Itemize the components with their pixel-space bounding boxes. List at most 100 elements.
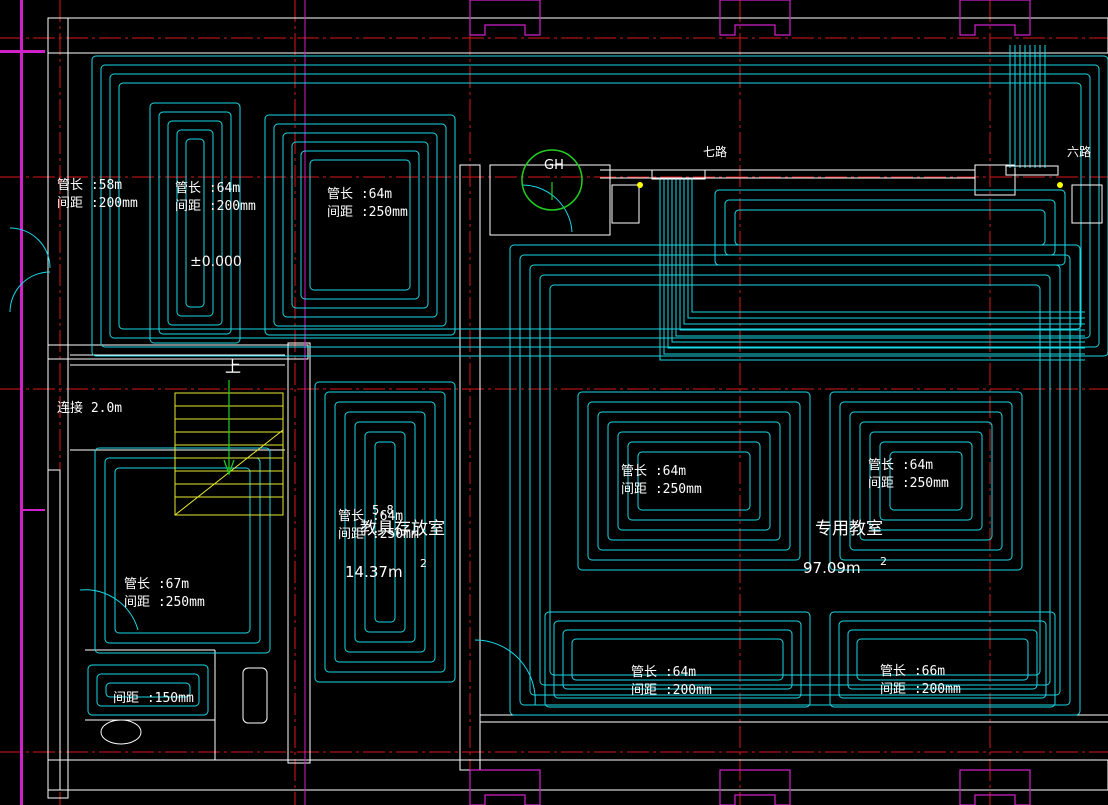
loop-length: 管长 :66m (880, 664, 946, 679)
pipe-loop (264, 114, 456, 336)
pipe-loop (838, 620, 1047, 699)
pipe-feed (671, 178, 1085, 343)
pipe-loop (617, 431, 771, 531)
door-swing (79, 589, 139, 631)
pipe-feed (691, 178, 1085, 313)
pipe-loop (105, 682, 191, 698)
pipe-loop (714, 189, 1066, 266)
columns (0, 0, 1031, 805)
pipe-loop (549, 284, 1041, 676)
elevation-label: ±0.000 (190, 254, 242, 270)
loop-spacing: 间距 :200mm (57, 195, 138, 211)
pipe-feed (667, 178, 1085, 349)
column (469, 769, 541, 805)
pipe-loop (849, 411, 1003, 551)
pipe-loop (94, 447, 271, 654)
pipe-loop (859, 421, 993, 541)
loop-length: 管长 :64m (631, 665, 697, 680)
pipe-loop (149, 102, 241, 344)
column (719, 0, 791, 36)
pipe-loop (839, 401, 1013, 561)
manifold-seven (651, 169, 706, 180)
pipe-loop (829, 391, 1023, 571)
loop-length: 管长 :58m (57, 178, 123, 193)
wall (47, 17, 69, 799)
loop-spacing: 间距 :250mm (327, 204, 408, 220)
gh-label: GH (544, 158, 564, 173)
wall (47, 17, 1108, 54)
door-swing (9, 227, 51, 269)
column (469, 0, 541, 36)
loop-annotation: 管长 :58m 间距 :200mm (57, 177, 138, 212)
pipe-loop (185, 138, 205, 308)
pipe-loop (167, 120, 223, 326)
pipe-loop (374, 441, 396, 623)
stair (174, 380, 284, 516)
pipe-loop (300, 150, 420, 300)
pipe-loop (724, 199, 1056, 256)
pipe-loop (889, 451, 963, 511)
manifold-six (1005, 165, 1059, 176)
room-name-storage: 教具存放室 (360, 519, 445, 539)
pipe-loop (879, 441, 973, 521)
pipe-loop (562, 629, 793, 690)
pipe-feed (663, 178, 1085, 355)
pipe-feed (659, 178, 1085, 361)
pipe-loop (282, 132, 438, 318)
pipe-loop (354, 421, 416, 643)
pipe-loop (334, 401, 436, 663)
loop-annotation: 管长 :64m 间距 :200mm (175, 180, 256, 215)
wall (287, 342, 311, 764)
wall (47, 469, 61, 791)
pipe-loop (519, 254, 1071, 706)
loop-length: 管长 :64m (175, 181, 241, 196)
wall (47, 759, 1108, 791)
loop-spacing: 间距 :250mm (868, 475, 949, 491)
loop-spacing: 间距 :200mm (175, 198, 256, 214)
door-swing (474, 639, 536, 706)
pipe-loop (91, 55, 1108, 357)
pipe-loop (176, 129, 214, 317)
column-line (0, 50, 45, 53)
pipe-loop (344, 411, 426, 653)
pipe-loop (291, 141, 429, 309)
pipe-loop (856, 638, 1029, 681)
valve-dot (1057, 182, 1063, 188)
manifold-label-six: 六路 (1067, 145, 1092, 159)
loop-spacing: 间距 :250mm (338, 526, 419, 542)
loop-length: 管长 :64m (868, 458, 934, 473)
loop-length: 管长 :64m (338, 509, 404, 524)
pipe-feed (687, 178, 1085, 319)
column (959, 769, 1031, 805)
pipe-loop (509, 244, 1081, 716)
pipe-loop (87, 664, 209, 716)
loop-spacing: 间距 :200mm (880, 681, 961, 697)
pipe-loop (118, 82, 1082, 330)
pipe-loop (158, 111, 232, 335)
gh-circle (521, 149, 583, 211)
pipe-loop (571, 638, 784, 681)
loop-length: 管长 :67m (124, 577, 190, 592)
pipe-loop (309, 159, 411, 291)
column (959, 0, 1031, 36)
pipe-loop (314, 381, 456, 683)
room-area-sup-classroom: 2 (880, 555, 887, 568)
wall (47, 344, 309, 360)
toilet (242, 667, 268, 724)
pipe-loop (539, 274, 1051, 686)
pipe-loop (114, 467, 251, 634)
pipe-loop (587, 401, 801, 561)
pipe-loop (529, 264, 1061, 696)
wall (489, 164, 611, 236)
door-swing (521, 184, 573, 233)
loop-annotation: 管长 :64m 间距 :250mm (338, 508, 419, 543)
pipe-loop (324, 391, 446, 673)
pipe-loop (637, 451, 751, 511)
loop-annotation: 管长 :66m 间距 :200mm (880, 663, 961, 698)
pipe-loop (577, 391, 811, 571)
basin (100, 719, 142, 745)
pipe-loop (553, 620, 802, 699)
